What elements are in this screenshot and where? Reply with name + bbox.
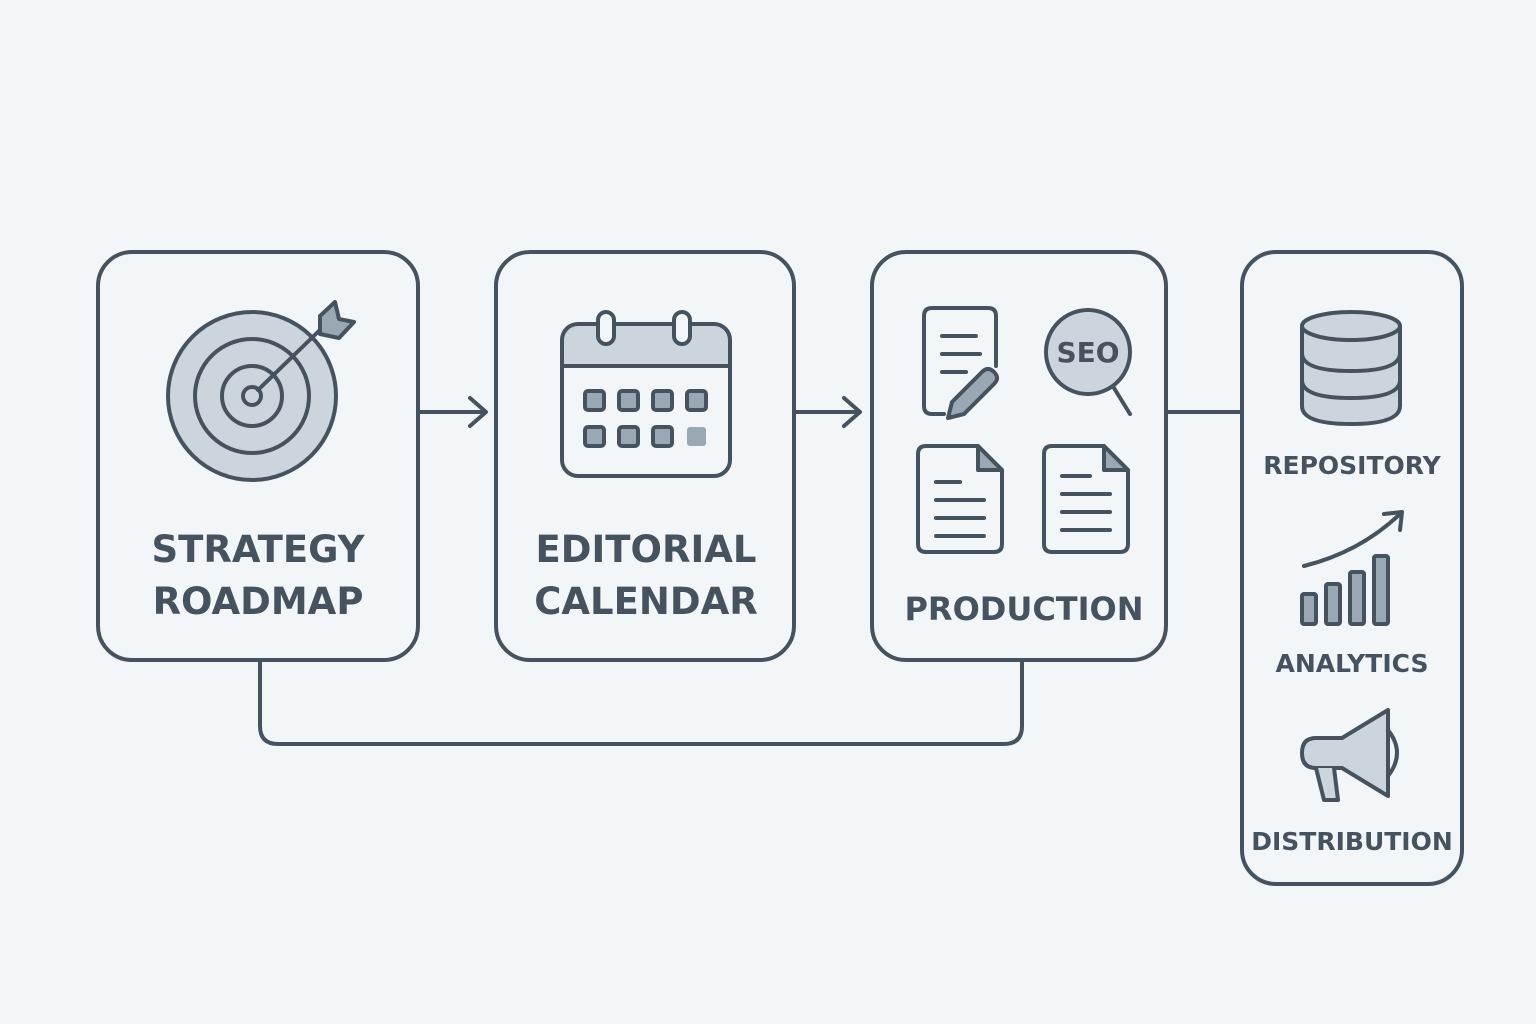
seo-magnifier-icon: [1044, 308, 1132, 416]
strategy-label-line1: STRATEGY: [151, 528, 365, 571]
megaphone-icon: [1300, 708, 1399, 802]
connector-editorial-to-production: [794, 396, 862, 428]
editorial-label-line2: CALENDAR: [534, 580, 757, 623]
stage-box-strategy-roadmap: [96, 250, 420, 662]
bar-chart-trend-icon: [1300, 510, 1404, 626]
document-icon: [1042, 444, 1130, 554]
stage-box-editorial-calendar: [494, 250, 796, 662]
document-icon: [916, 444, 1004, 554]
repository-label: REPOSITORY: [1263, 451, 1441, 480]
stage-box-outputs: [1240, 250, 1464, 886]
database-icon: [1300, 310, 1402, 426]
analytics-label: ANALYTICS: [1276, 649, 1429, 678]
distribution-label: DISTRIBUTION: [1251, 827, 1453, 856]
connector-strategy-to-editorial: [418, 396, 488, 428]
connector-feedback-loop: [258, 660, 1024, 746]
calendar-icon: [560, 310, 732, 478]
seo-badge-text: SEO: [1056, 336, 1119, 369]
production-label: PRODUCTION: [904, 590, 1143, 628]
editorial-label-line1: EDITORIAL: [536, 528, 757, 571]
target-arrow-icon: [166, 300, 356, 482]
document-edit-icon: [922, 306, 999, 420]
stage-box-production: [870, 250, 1168, 662]
strategy-label-line2: ROADMAP: [153, 580, 364, 623]
